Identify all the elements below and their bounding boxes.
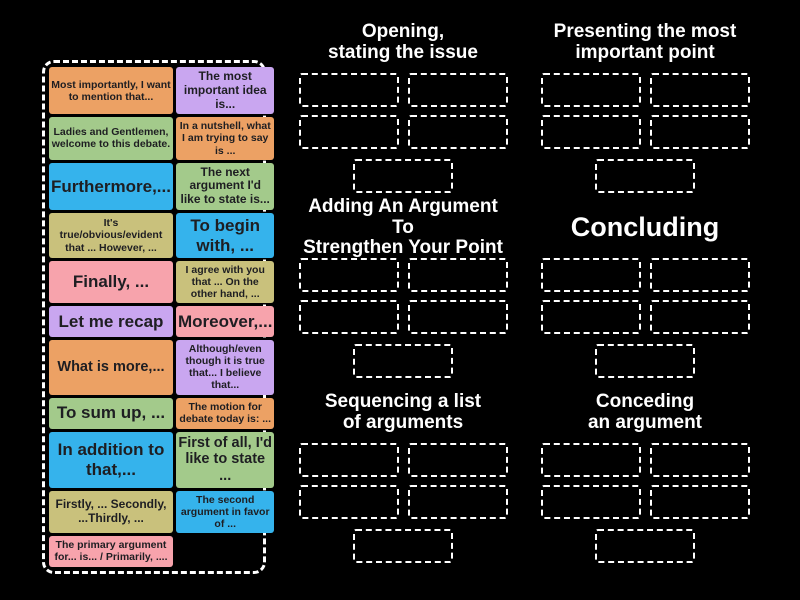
- drop-slot[interactable]: [540, 300, 641, 334]
- phrase-tile[interactable]: In a nutshell, what I am trying to say i…: [175, 117, 275, 160]
- drop-slot-grid: [540, 443, 750, 519]
- drop-slot[interactable]: [540, 443, 641, 477]
- phrase-tile[interactable]: The most important idea is...: [175, 67, 275, 115]
- drop-slot[interactable]: [353, 344, 453, 378]
- drop-slot-grid: [540, 258, 750, 334]
- phrase-tile[interactable]: I agree with you that ... On the other h…: [175, 261, 275, 304]
- drop-slot-grid: [298, 73, 508, 149]
- category-conceding: Conceding an argument: [538, 388, 752, 563]
- drop-slot[interactable]: [649, 258, 750, 292]
- drop-slot[interactable]: [649, 300, 750, 334]
- drop-slot[interactable]: [407, 443, 508, 477]
- drop-slot[interactable]: [353, 529, 453, 563]
- phrase-tile[interactable]: In addition to that,...: [49, 431, 173, 488]
- phrase-tile[interactable]: Most importantly, I want to mention that…: [49, 67, 173, 115]
- drop-slot[interactable]: [540, 485, 641, 519]
- category-title: Presenting the most important point: [553, 21, 737, 63]
- drop-slot[interactable]: [407, 115, 508, 149]
- category-title: Opening, stating the issue: [328, 21, 478, 63]
- drop-slot[interactable]: [407, 300, 508, 334]
- phrase-tile[interactable]: The motion for debate today is: ...: [175, 397, 275, 429]
- drop-slot-grid: [298, 443, 508, 519]
- drop-slot[interactable]: [298, 485, 399, 519]
- drop-slot[interactable]: [353, 159, 453, 193]
- drop-slot[interactable]: [540, 258, 641, 292]
- phrase-tile[interactable]: The next argument I'd like to state is..…: [175, 162, 275, 210]
- category-concluding: Concluding: [538, 203, 752, 378]
- drop-slot[interactable]: [298, 73, 399, 107]
- drop-slot[interactable]: [595, 159, 695, 193]
- drop-slot[interactable]: [407, 258, 508, 292]
- drop-slot[interactable]: [298, 300, 399, 334]
- phrase-tile[interactable]: First of all, I'd like to state ...: [175, 431, 275, 488]
- phrase-tile[interactable]: Although/even though it is true that... …: [175, 340, 275, 395]
- category-title: Concluding: [570, 212, 720, 243]
- drop-slot[interactable]: [649, 115, 750, 149]
- drop-slot[interactable]: [540, 73, 641, 107]
- phrase-tile[interactable]: Let me recap: [49, 306, 173, 338]
- category-important-point: Presenting the most important point: [538, 18, 752, 193]
- drop-slot[interactable]: [298, 443, 399, 477]
- phrase-tile[interactable]: Furthermore,...: [49, 162, 173, 210]
- phrase-tile[interactable]: It's true/obvious/evident that ... Howev…: [49, 212, 173, 259]
- category-adding-argument: Adding An Argument To Strengthen Your Po…: [296, 195, 510, 378]
- drop-slot[interactable]: [407, 485, 508, 519]
- drop-slot-grid: [540, 73, 750, 149]
- category-title: Adding An Argument To Strengthen Your Po…: [303, 195, 503, 259]
- drop-slot[interactable]: [649, 443, 750, 477]
- drop-slot[interactable]: [298, 258, 399, 292]
- drop-slot-grid: [298, 258, 508, 334]
- category-opening: Opening, stating the issue: [296, 18, 510, 193]
- drop-slot[interactable]: [595, 344, 695, 378]
- drop-slot[interactable]: [649, 73, 750, 107]
- phrase-tile[interactable]: Finally, ...: [49, 261, 173, 304]
- phrase-tile[interactable]: To begin with, ...: [175, 212, 275, 259]
- phrase-tile[interactable]: To sum up, ...: [49, 397, 173, 429]
- phrase-tile[interactable]: Ladies and Gentlemen, welcome to this de…: [49, 117, 173, 160]
- drop-slot[interactable]: [407, 73, 508, 107]
- category-title: Conceding an argument: [587, 391, 703, 433]
- drop-slot[interactable]: [649, 485, 750, 519]
- drop-slot[interactable]: [540, 115, 641, 149]
- drop-slot[interactable]: [298, 115, 399, 149]
- phrase-tile[interactable]: Firstly, ... Secondly, ...Thirdly, ...: [49, 490, 173, 533]
- word-bank-panel: Most importantly, I want to mention that…: [42, 60, 275, 574]
- category-sequencing: Sequencing a list of arguments: [296, 388, 510, 563]
- phrase-tile[interactable]: Moreover,...: [175, 306, 275, 338]
- phrase-tile[interactable]: The primary argument for... is... / Prim…: [49, 535, 173, 567]
- phrase-tile[interactable]: The second argument in favor of ...: [175, 490, 275, 533]
- category-title: Sequencing a list of arguments: [324, 391, 482, 433]
- drop-slot[interactable]: [595, 529, 695, 563]
- phrase-tile[interactable]: What is more,...: [49, 340, 173, 395]
- word-bank-grid: Most importantly, I want to mention that…: [49, 67, 275, 567]
